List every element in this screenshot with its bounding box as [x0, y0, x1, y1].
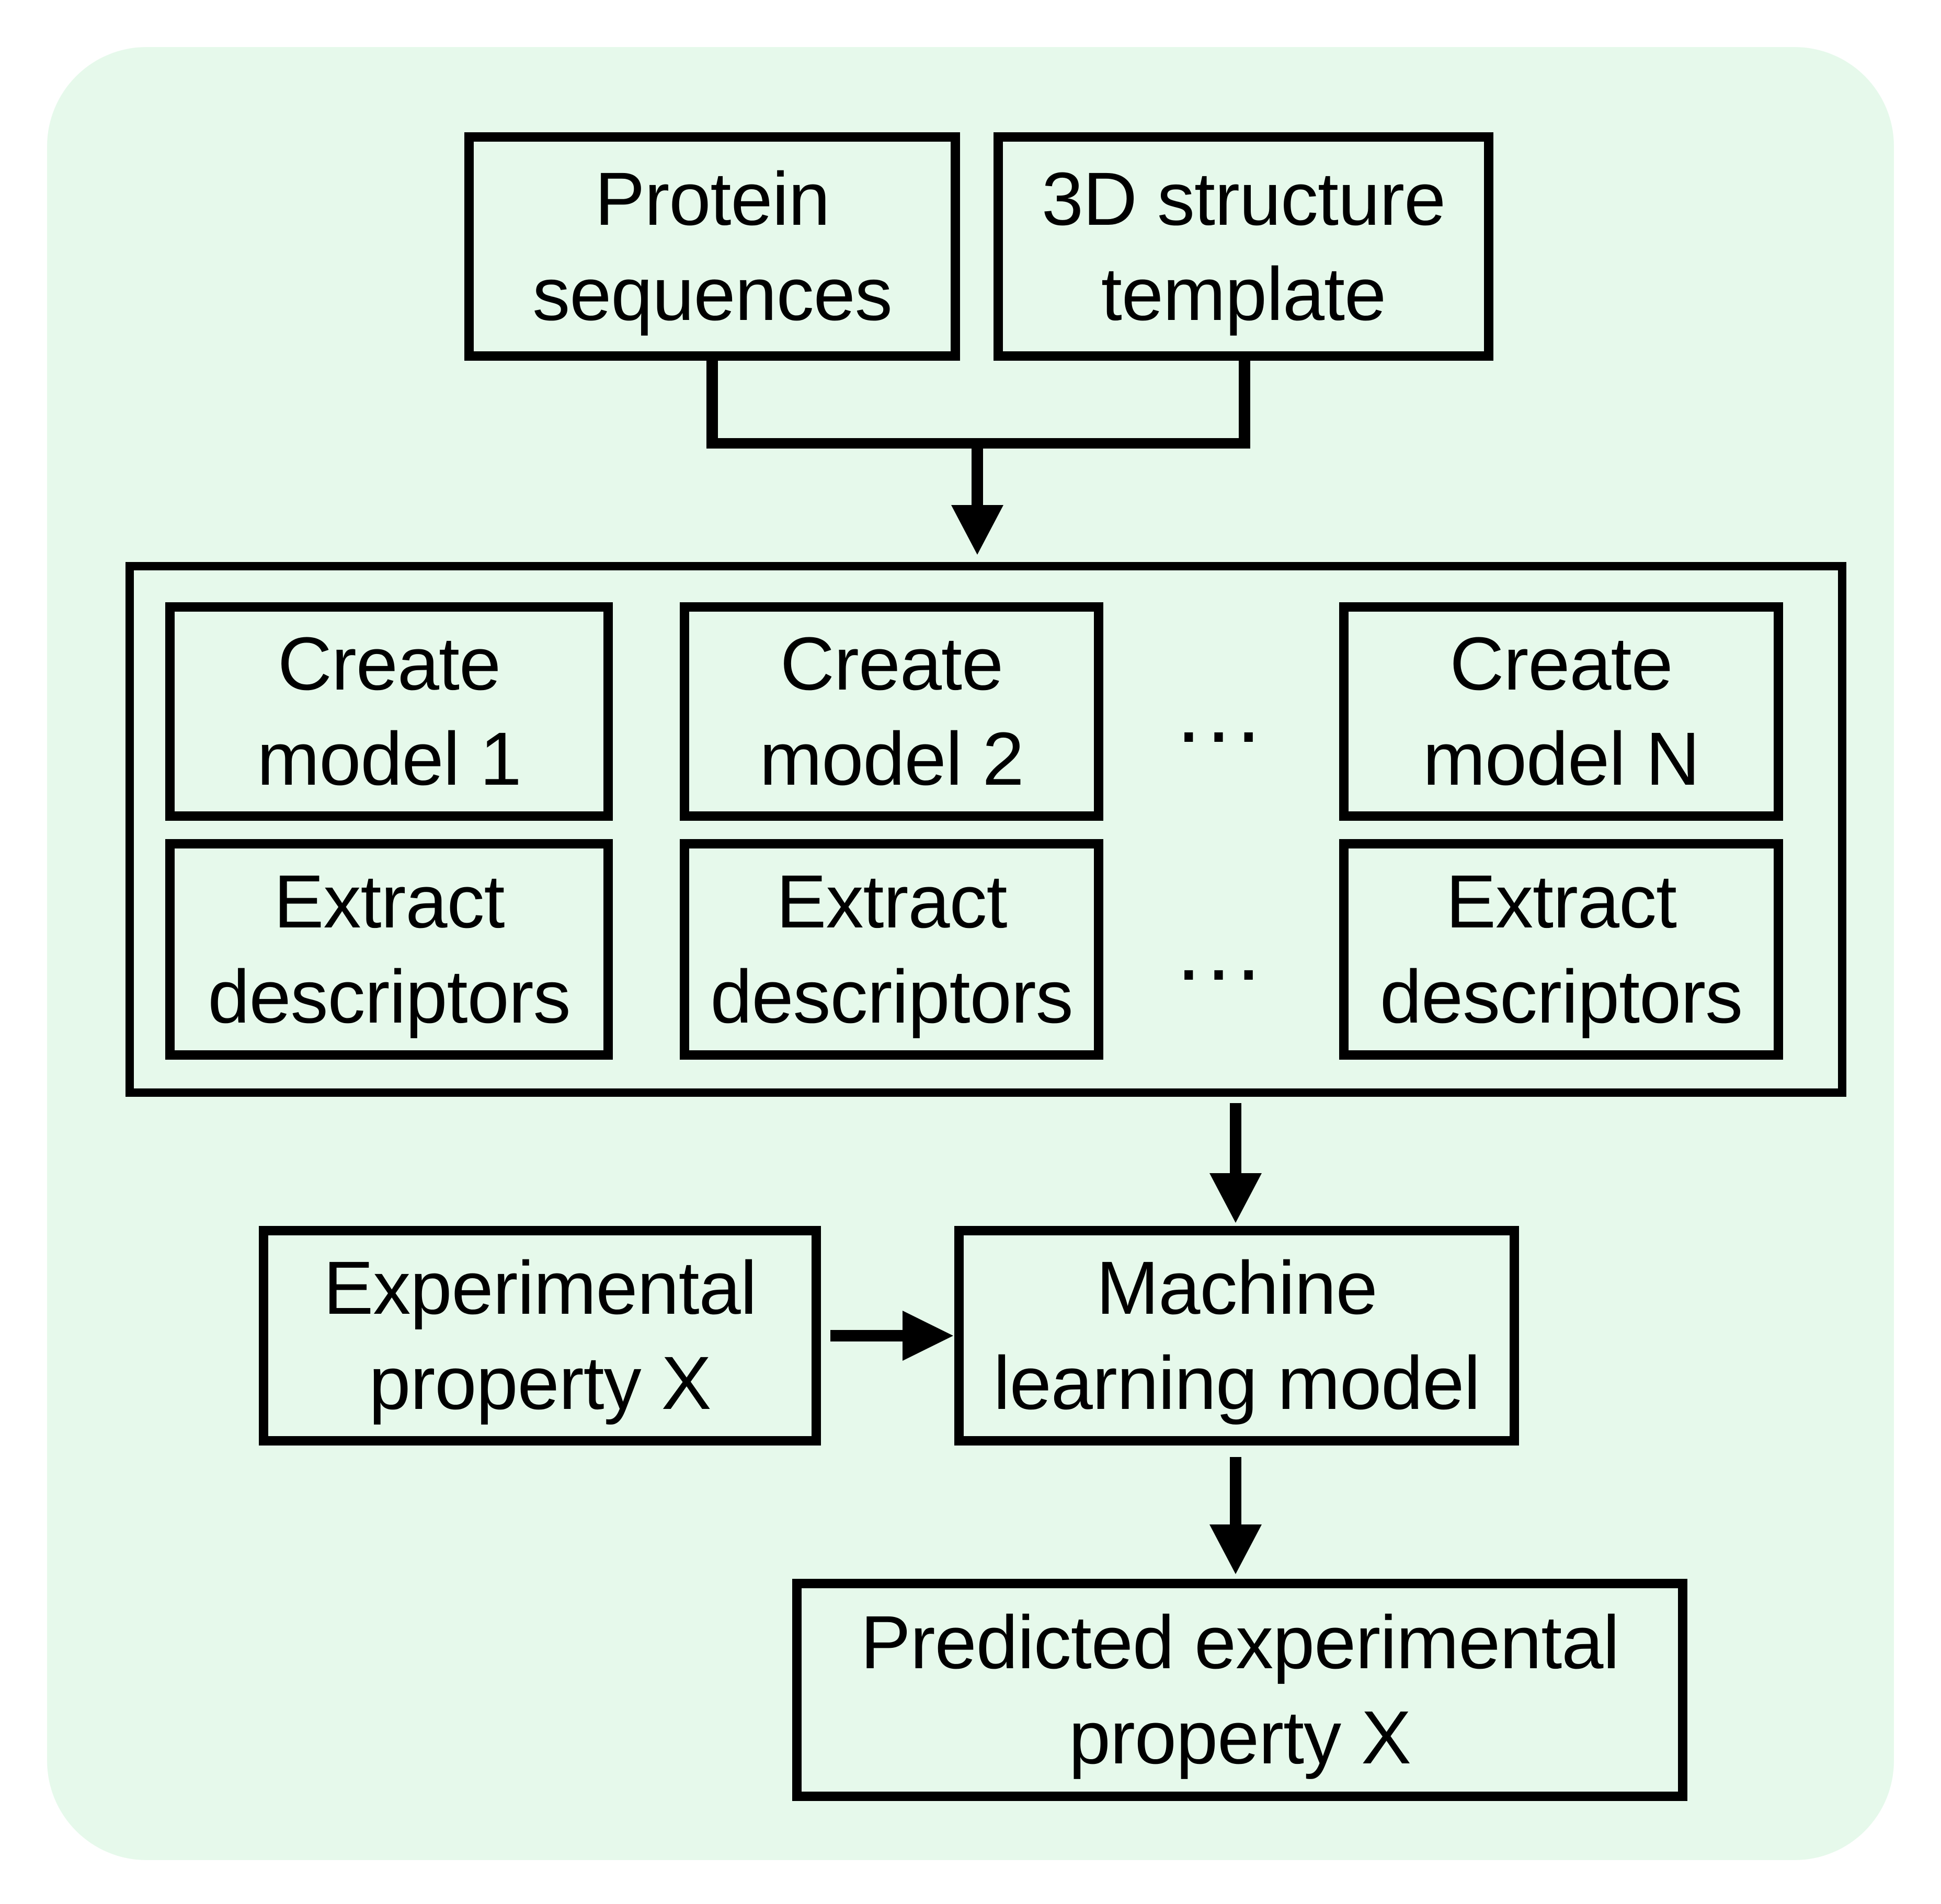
create-model-2-node: Create model 2	[680, 602, 1103, 821]
descriptors-to-ml-connector	[1230, 1103, 1241, 1176]
down-arrow-icon	[951, 505, 1003, 555]
down-arrow-icon	[1209, 1524, 1262, 1574]
models-container	[125, 562, 1846, 1097]
ellipsis-extract-row: ...	[1176, 900, 1266, 999]
create-model-n-node: Create model N	[1339, 602, 1783, 821]
predicted-property-node: Predicted experimental property X	[792, 1579, 1687, 1801]
extract-descriptors-2-node: Extract descriptors	[680, 839, 1103, 1060]
merge-connector-left-stub	[706, 360, 718, 449]
ellipsis-create-row: ...	[1176, 662, 1266, 761]
extract-descriptors-1-node: Extract descriptors	[165, 839, 613, 1060]
diagram-panel	[47, 47, 1894, 1860]
experimental-to-ml-connector	[830, 1330, 905, 1341]
machine-learning-model-node: Machine learning model	[954, 1226, 1519, 1446]
protein-sequences-node: Protein sequences	[464, 132, 960, 361]
structure-template-node: 3D structure template	[994, 132, 1493, 361]
right-arrow-icon	[903, 1311, 953, 1361]
ml-to-prediction-connector	[1230, 1457, 1241, 1528]
merge-connector-right-stub	[1239, 360, 1250, 449]
create-model-1-node: Create model 1	[165, 602, 613, 821]
merge-connector-horizontal	[706, 438, 1250, 449]
experimental-property-node: Experimental property X	[259, 1226, 821, 1446]
extract-descriptors-n-node: Extract descriptors	[1339, 839, 1783, 1060]
down-arrow-icon	[1209, 1173, 1262, 1223]
merge-connector-stem	[972, 448, 983, 508]
